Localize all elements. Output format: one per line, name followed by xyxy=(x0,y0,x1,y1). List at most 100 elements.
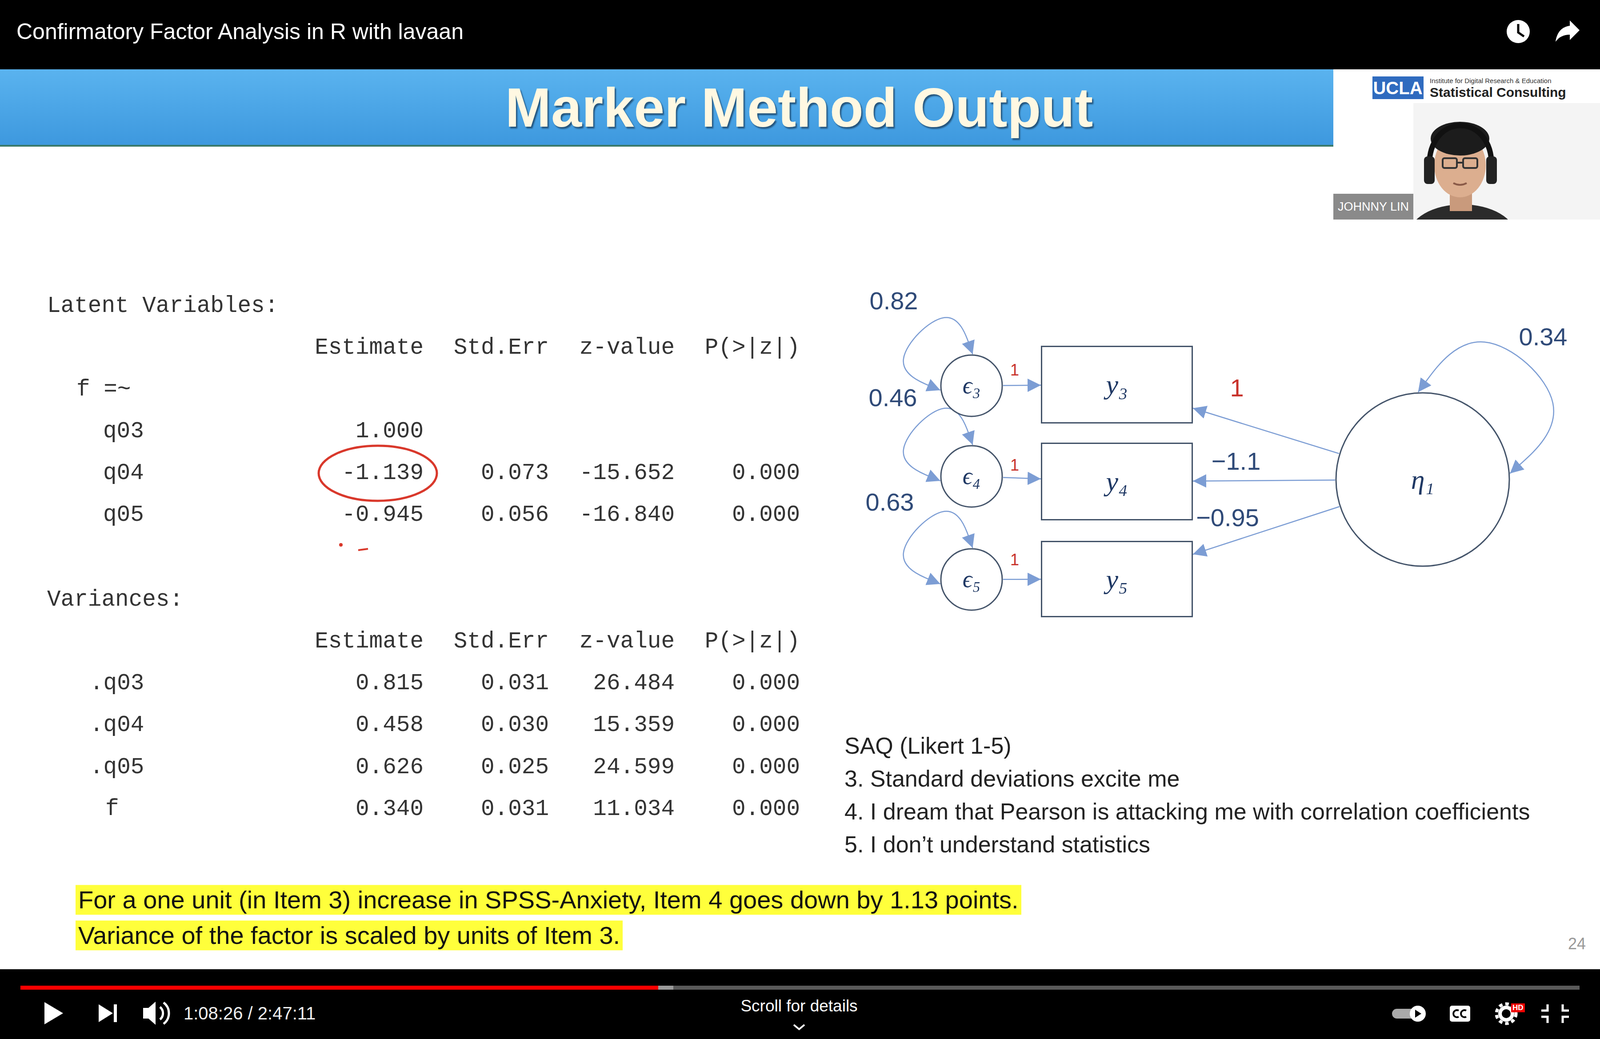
column-header: Estimate xyxy=(314,334,424,362)
time-display: 1:08:26 / 2:47:11 xyxy=(183,1002,316,1024)
column-header: Std.Err xyxy=(453,628,549,656)
presenter-video xyxy=(1442,158,1457,168)
row-label: q04 xyxy=(103,459,144,487)
name-tag: JOHNNY LIN xyxy=(1337,199,1409,214)
table-cell: 15.359 xyxy=(592,711,675,739)
table-cell: 0.000 xyxy=(732,669,800,697)
hd-badge: HD xyxy=(1511,1003,1525,1013)
table-cell: 0.626 xyxy=(355,753,424,781)
presenter-video xyxy=(1453,183,1467,185)
column-header: Std.Err xyxy=(453,334,549,362)
logo-text: Statistical Consulting xyxy=(1429,84,1567,101)
presenter-video xyxy=(1429,125,1492,170)
error-term-circle: ϵ₃ xyxy=(940,354,1004,418)
path-arrow xyxy=(1003,477,1041,479)
table-cell: -0.945 xyxy=(341,501,424,529)
node-label: y₅ xyxy=(1105,564,1128,595)
volume-icon xyxy=(143,1001,156,1025)
path-coefficient: 0.34 xyxy=(1517,323,1570,351)
logo-text: UCLA xyxy=(1372,77,1423,99)
volume-icon xyxy=(143,1001,169,1025)
error-term-circle: ϵ₄ xyxy=(940,444,1004,508)
column-header: P(>|z|) xyxy=(704,334,800,362)
share-icon xyxy=(1555,20,1580,42)
path-coefficient: 1 xyxy=(1008,456,1021,475)
path-coefficient: 1 xyxy=(1008,361,1021,380)
item-text: 4. I dream that Pearson is attacking me … xyxy=(844,797,1530,826)
video-title: Confirmatory Factor Analysis in R with l… xyxy=(16,18,464,45)
node-label: y₃ xyxy=(1105,369,1128,400)
latent-factor-circle: η₁ xyxy=(1335,392,1511,568)
volume-icon xyxy=(163,1002,169,1024)
progress-played xyxy=(20,985,659,990)
indicator-box: y₅ xyxy=(1040,540,1193,618)
circle-outline xyxy=(940,548,1003,611)
table-cell: 11.034 xyxy=(592,795,675,823)
clock-icon xyxy=(1506,20,1530,44)
column-header: P(>|z|) xyxy=(704,628,800,656)
circle-outline xyxy=(940,355,1003,417)
path-arrow xyxy=(1003,384,1041,387)
item-text: 3. Standard deviations excite me xyxy=(844,764,1180,793)
next-icon xyxy=(98,1004,113,1023)
table-cell: 0.031 xyxy=(480,795,549,823)
next-icon xyxy=(98,1004,117,1023)
section-heading: Latent Variables: xyxy=(47,292,279,320)
table-cell: -16.840 xyxy=(579,501,675,529)
column-header: z-value xyxy=(579,334,675,362)
table-cell: 0.000 xyxy=(732,753,800,781)
indicator-box: y₄ xyxy=(1040,442,1193,521)
presenter-video xyxy=(1424,156,1435,184)
path-coefficient: 0.82 xyxy=(868,287,920,315)
fullscreen-icon xyxy=(1541,1004,1569,1024)
table-cell: 0.340 xyxy=(355,795,424,823)
captions-icon xyxy=(1449,1005,1471,1022)
row-label: q03 xyxy=(103,417,144,445)
error-term-circle: ϵ₅ xyxy=(940,548,1004,612)
table-cell: 0.000 xyxy=(732,501,800,529)
table-cell: 0.025 xyxy=(480,753,549,781)
red-annotation xyxy=(318,445,437,501)
row-label: .q03 xyxy=(89,669,144,697)
path-coefficient: 0.63 xyxy=(864,488,916,516)
captions-icon xyxy=(1460,1010,1467,1018)
table-cell: 0.056 xyxy=(480,501,549,529)
row-label: q05 xyxy=(103,501,144,529)
logo-box xyxy=(1372,76,1424,100)
webcam-panel xyxy=(1333,69,1600,220)
presenter-video xyxy=(1408,103,1600,220)
scroll-hint: Scroll for details xyxy=(740,996,858,1016)
red-annotation xyxy=(339,543,343,547)
table-cell: -1.139 xyxy=(341,459,424,487)
table-cell: 1.000 xyxy=(355,417,424,445)
table-cell: 0.073 xyxy=(480,459,549,487)
control-bar xyxy=(0,969,1600,1039)
item-text: 5. I don’t understand statistics xyxy=(844,830,1151,859)
path-coefficient: −0.95 xyxy=(1194,504,1261,532)
path-coefficient: 0.46 xyxy=(867,384,920,412)
path-arrow xyxy=(1192,480,1336,481)
row-label: f =~ xyxy=(76,376,131,404)
clock-icon xyxy=(1518,24,1524,37)
highlight-note: Variance of the factor is scaled by unit… xyxy=(75,920,623,951)
title-bar xyxy=(0,0,1600,70)
table-cell: 26.484 xyxy=(592,669,675,697)
path-arrow xyxy=(1003,578,1041,580)
table-cell: 0.000 xyxy=(732,459,800,487)
captions-icon xyxy=(1449,1005,1471,1022)
slide-title: Marker Method Output xyxy=(505,74,1094,141)
indicator-box: y₃ xyxy=(1040,345,1193,424)
path-coefficient: 1 xyxy=(1008,551,1021,569)
table-cell: 0.000 xyxy=(732,711,800,739)
node-label: ϵ₄ xyxy=(962,463,981,490)
node-label: y₄ xyxy=(1105,466,1128,497)
row-label: .q05 xyxy=(89,753,144,781)
column-header: z-value xyxy=(579,628,675,656)
node-label: ϵ₅ xyxy=(962,566,981,593)
table-cell: 0.458 xyxy=(355,711,424,739)
chevron-icon xyxy=(793,1024,805,1030)
autoplay-toggle xyxy=(1409,1005,1426,1022)
logo-text: Institute for Digital Research & Educati… xyxy=(1429,76,1552,85)
node-label: ϵ₃ xyxy=(962,372,981,399)
row-label: .q04 xyxy=(89,711,144,739)
